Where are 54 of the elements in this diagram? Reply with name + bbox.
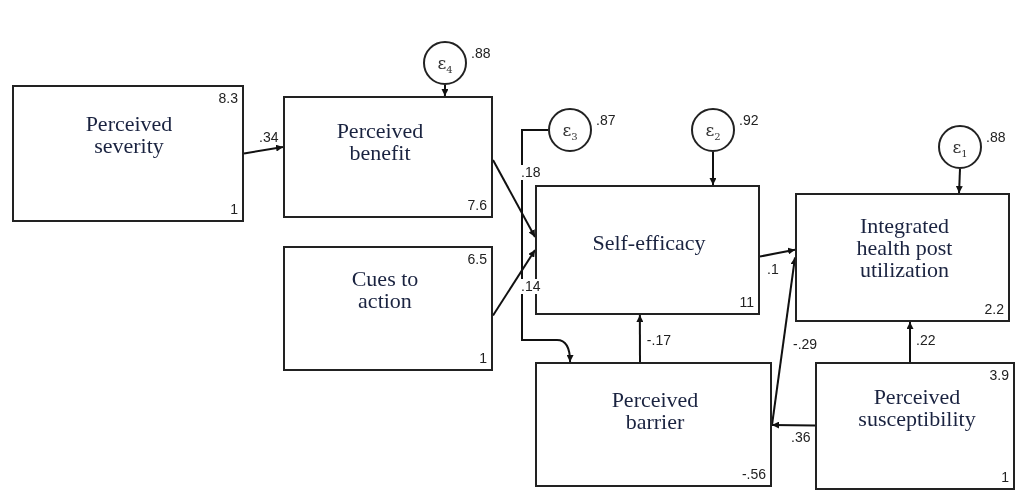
variable-name: Integrated health post utilization <box>855 215 954 281</box>
edge-label: .18 <box>520 165 542 180</box>
error-term-circle <box>691 108 735 152</box>
path-arrow <box>441 84 449 97</box>
error-symbol: ε$_{4}$ <box>436 53 454 78</box>
variable-box <box>535 362 772 487</box>
variable-box <box>12 85 244 222</box>
path-arrow <box>243 144 284 155</box>
variable-name: Perceived severity <box>84 113 174 157</box>
estimate-value: 6.5 <box>467 252 487 267</box>
error-symbol: ε$_{1}$ <box>951 137 969 162</box>
path-arrow <box>492 249 536 317</box>
estimate-value: 2.2 <box>984 302 1004 317</box>
path-arrow <box>636 314 644 363</box>
error-symbol: ε$_{2}$ <box>704 120 722 145</box>
path-arrow <box>492 159 536 238</box>
variable-box <box>283 96 493 218</box>
variance-value: .88 <box>471 45 491 61</box>
estimate-value: 1 <box>230 202 238 217</box>
variable-name: Perceived susceptibility <box>857 386 977 430</box>
estimate-value: 8.3 <box>218 91 238 106</box>
edge-label: .22 <box>915 333 937 348</box>
variable-name: Self-efficacy <box>591 232 707 254</box>
edge-label: -.29 <box>792 336 819 352</box>
estimate-value: 1 <box>479 351 487 366</box>
edge-label: .14 <box>520 279 542 294</box>
variable-box <box>795 193 1010 322</box>
path-arrow <box>906 321 914 363</box>
error-symbol: ε$_{3}$ <box>561 120 579 145</box>
path-arrow <box>759 247 796 258</box>
error-term-circle <box>548 108 592 152</box>
estimate-value: 11 <box>739 295 754 310</box>
variable-box <box>815 362 1015 490</box>
edge-label: .34 <box>258 130 280 145</box>
estimate-value: -.56 <box>741 467 766 482</box>
path-arrow <box>709 151 717 186</box>
variable-name: Perceived barrier <box>610 389 700 433</box>
edge-label: .36 <box>790 430 812 445</box>
error-term-circle <box>423 41 467 85</box>
estimate-value: 7.6 <box>467 198 487 213</box>
variable-name: Perceived benefit <box>335 120 425 164</box>
path-arrow <box>521 129 574 363</box>
variance-value: .88 <box>986 129 1006 145</box>
error-term-circle <box>938 125 982 169</box>
variance-value: .92 <box>739 112 759 128</box>
edge-label: -.17 <box>645 333 672 348</box>
estimate-value: 3.9 <box>989 368 1009 383</box>
estimate-value: 1 <box>1001 470 1009 485</box>
edge-label: .1 <box>766 261 780 277</box>
variance-value: .87 <box>596 112 616 128</box>
path-arrow <box>771 421 816 429</box>
variable-box <box>283 246 493 371</box>
variable-name: Cues to action <box>350 268 420 312</box>
path-arrow <box>955 168 963 194</box>
